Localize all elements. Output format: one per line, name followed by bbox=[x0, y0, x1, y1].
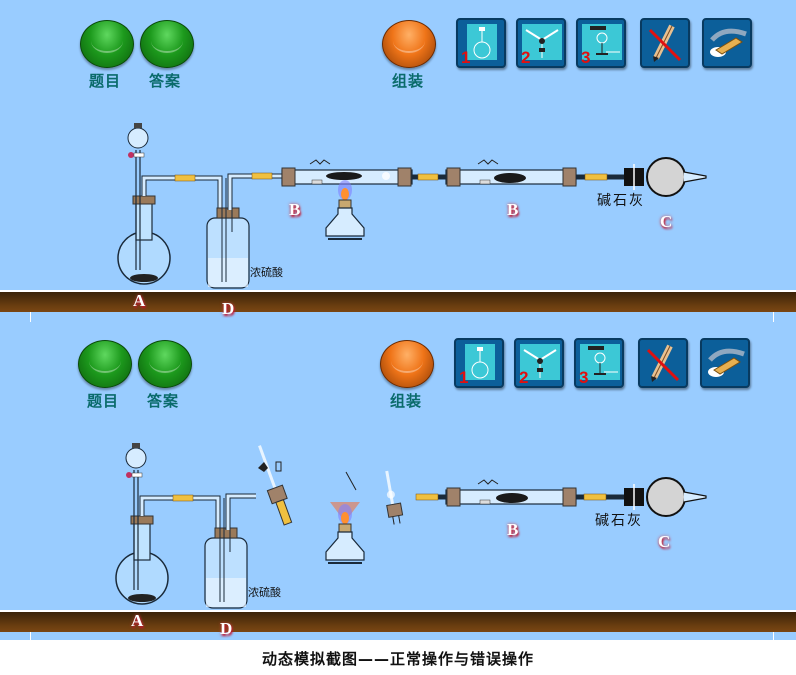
detached-stopper bbox=[385, 470, 404, 525]
bench-shelf bbox=[30, 632, 774, 640]
green-button-icon bbox=[140, 20, 194, 68]
tool-number: 1 bbox=[459, 368, 469, 387]
wash-bottle-d bbox=[204, 498, 248, 609]
question-label: 题目 bbox=[88, 72, 121, 90]
round-bottom-flask-a bbox=[115, 515, 169, 605]
label-a: A bbox=[131, 611, 144, 630]
drying-tube-c bbox=[624, 157, 707, 197]
separatory-funnel bbox=[127, 123, 149, 270]
assemble-label: 组装 bbox=[389, 392, 422, 410]
answer-button[interactable] bbox=[138, 340, 192, 388]
green-button-icon bbox=[138, 340, 192, 388]
question-button[interactable] bbox=[80, 20, 134, 68]
answer-button[interactable] bbox=[140, 20, 194, 68]
stand-setup-icon bbox=[582, 24, 622, 60]
combustion-tube-b bbox=[445, 479, 577, 507]
tool-clear[interactable] bbox=[638, 338, 688, 388]
tool-setup-3[interactable]: 3 bbox=[576, 18, 626, 68]
tool-number: 2 bbox=[521, 48, 531, 67]
separatory-funnel bbox=[125, 443, 147, 590]
label-a: A bbox=[133, 291, 146, 310]
assemble-button[interactable] bbox=[382, 20, 436, 68]
tool-setup-2[interactable]: 2 bbox=[516, 18, 566, 68]
wash-bottle-d bbox=[206, 178, 250, 289]
pencil-cross-icon bbox=[648, 24, 682, 62]
tool-erase[interactable] bbox=[700, 338, 750, 388]
label-b1: B bbox=[289, 200, 301, 219]
figure-caption: 动态模拟截图——正常操作与错误操作 bbox=[261, 650, 534, 668]
assemble-label: 组装 bbox=[391, 72, 424, 90]
label-c: C bbox=[660, 212, 673, 231]
stand-setup-icon bbox=[580, 344, 620, 380]
tool-erase[interactable] bbox=[702, 18, 752, 68]
pencil-cross-icon bbox=[646, 344, 680, 382]
lab-bench bbox=[0, 610, 796, 632]
tool-number: 2 bbox=[519, 368, 529, 387]
alcohol-lamp bbox=[325, 471, 365, 564]
tool-number: 3 bbox=[581, 48, 591, 67]
assemble-button[interactable] bbox=[380, 340, 434, 388]
question-button[interactable] bbox=[78, 340, 132, 388]
green-button-icon bbox=[80, 20, 134, 68]
tool-setup-1[interactable]: 1 bbox=[454, 338, 504, 388]
green-button-icon bbox=[78, 340, 132, 388]
drying-tube-c bbox=[624, 477, 707, 517]
reagent-lime-label: 碱石灰 bbox=[597, 193, 645, 209]
tool-setup-1[interactable]: 1 bbox=[456, 18, 506, 68]
detached-tube-piece bbox=[258, 445, 293, 526]
reagent-acid-label: 浓硫酸 bbox=[250, 266, 283, 279]
bench-shelf bbox=[30, 312, 774, 322]
lab-bench bbox=[0, 290, 796, 312]
round-bottom-flask-a bbox=[117, 195, 171, 285]
orange-button-icon bbox=[382, 20, 436, 68]
reagent-acid-label: 浓硫酸 bbox=[248, 586, 281, 599]
rubber-tube bbox=[174, 174, 196, 182]
panel-normal-operation: 题目 答案 组装 1 2 3 bbox=[0, 0, 796, 322]
panel-error-operation: 题目 答案 组装 1 2 3 bbox=[0, 322, 796, 640]
tube-setup-icon bbox=[520, 344, 560, 380]
tool-number: 3 bbox=[579, 368, 589, 387]
reagent-lime-label: 碱石灰 bbox=[595, 513, 643, 529]
label-c: C bbox=[658, 532, 671, 551]
apparatus-error bbox=[115, 443, 707, 609]
detached-clamp bbox=[258, 461, 282, 472]
label-b: B bbox=[507, 520, 519, 539]
label-d: D bbox=[222, 299, 235, 318]
tool-setup-3[interactable]: 3 bbox=[574, 338, 624, 388]
label-b2: B bbox=[507, 200, 519, 219]
combustion-tube-b2 bbox=[445, 159, 577, 187]
tool-clear[interactable] bbox=[640, 18, 690, 68]
answer-label: 答案 bbox=[146, 392, 179, 410]
eraser-icon bbox=[710, 28, 747, 57]
tool-number: 1 bbox=[461, 48, 471, 67]
flask-setup-icon bbox=[465, 344, 495, 380]
answer-label: 答案 bbox=[148, 72, 181, 90]
alcohol-lamp bbox=[325, 180, 365, 240]
apparatus-normal bbox=[117, 123, 707, 289]
eraser-icon bbox=[708, 348, 745, 377]
tube-setup-icon bbox=[522, 24, 562, 60]
orange-button-icon bbox=[380, 340, 434, 388]
question-label: 题目 bbox=[86, 392, 119, 410]
tool-setup-2[interactable]: 2 bbox=[514, 338, 564, 388]
label-d: D bbox=[220, 619, 233, 638]
flask-setup-icon bbox=[467, 24, 497, 60]
